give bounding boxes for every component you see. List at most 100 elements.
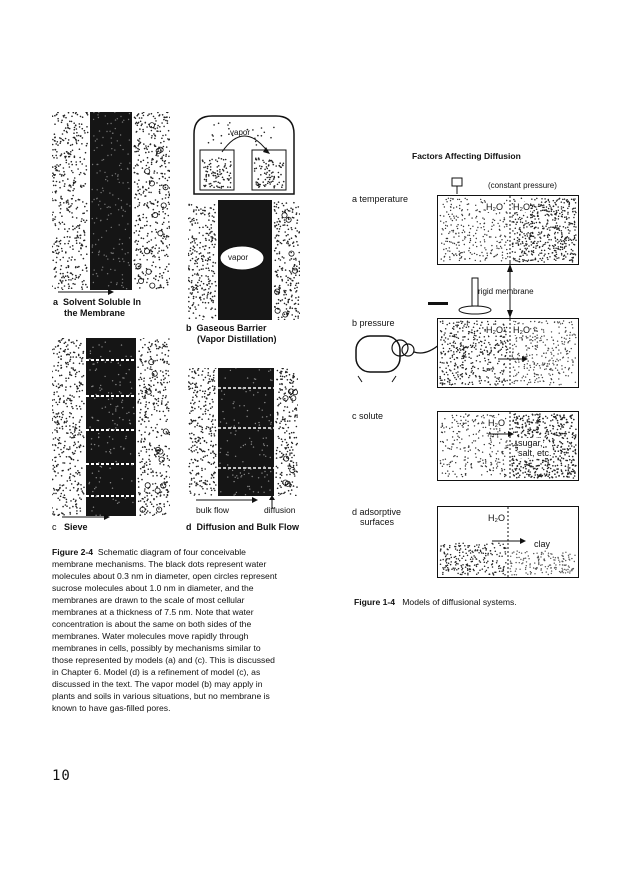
stipple-dot xyxy=(289,270,291,272)
stipple-dot xyxy=(260,174,262,176)
stipple-dot xyxy=(115,128,116,129)
stipple-dot xyxy=(156,130,158,132)
stipple-dot xyxy=(468,203,469,204)
stipple-dot xyxy=(212,446,214,448)
stipple-dot xyxy=(221,135,223,137)
stipple-dot xyxy=(454,368,456,370)
stipple-dot xyxy=(189,463,191,465)
stipple-dot xyxy=(80,343,82,345)
stipple-dot xyxy=(500,335,502,337)
stipple-dot xyxy=(168,364,170,366)
stipple-dot xyxy=(55,475,57,477)
panel-a-title-1: a Solvent Soluble In xyxy=(53,297,141,307)
stipple-dot xyxy=(99,481,100,482)
stipple-dot xyxy=(572,361,573,362)
stipple-dot xyxy=(139,494,141,496)
stipple-dot xyxy=(77,489,79,491)
stipple-dot xyxy=(165,373,167,375)
stipple-dot xyxy=(104,376,105,377)
stipple-dot xyxy=(79,123,81,125)
stipple-dot xyxy=(276,457,278,459)
stipple-dot xyxy=(191,422,193,424)
stipple-dot xyxy=(163,411,165,413)
stipple-dot xyxy=(123,120,124,121)
stipple-dot xyxy=(506,349,508,351)
stipple-dot xyxy=(493,436,494,437)
stipple-dot xyxy=(120,134,121,135)
stipple-dot xyxy=(58,228,60,230)
stipple-dot xyxy=(526,241,528,243)
stipple-dot xyxy=(449,231,450,232)
stipple-dot xyxy=(547,236,549,238)
stipple-dot xyxy=(144,386,146,388)
stipple-dot xyxy=(53,269,55,271)
stipple-dot xyxy=(156,410,158,412)
stipple-dot xyxy=(279,251,281,253)
stipple-dot xyxy=(571,321,572,322)
stipple-dot xyxy=(61,250,63,252)
stipple-dot xyxy=(257,135,259,137)
stipple-dot xyxy=(151,495,153,497)
stipple-dot xyxy=(110,282,111,283)
stipple-dot xyxy=(539,365,540,366)
stipple-dot xyxy=(56,252,58,254)
stipple-dot xyxy=(459,442,460,443)
stipple-dot xyxy=(110,452,111,453)
stipple-dot xyxy=(513,221,515,223)
stipple-dot xyxy=(536,354,537,355)
stipple-dot xyxy=(59,174,61,176)
stipple-dot xyxy=(572,261,574,263)
stipple-dot xyxy=(202,391,204,393)
stipple-dot xyxy=(74,259,76,261)
stipple-dot xyxy=(211,421,213,423)
stipple-dot xyxy=(156,339,158,341)
stipple-dot xyxy=(66,151,68,153)
stipple-dot xyxy=(134,278,136,280)
diffusion-label: diffusion xyxy=(264,505,296,515)
stipple-dot xyxy=(98,420,99,421)
stipple-dot xyxy=(481,416,482,417)
stipple-dot xyxy=(134,241,136,243)
stipple-dot xyxy=(568,224,570,226)
stipple-dot xyxy=(135,165,137,167)
stipple-dot xyxy=(553,360,554,361)
stipple-dot xyxy=(298,303,300,305)
stipple-dot xyxy=(106,230,107,231)
stipple-dot xyxy=(205,377,207,379)
stipple-dot xyxy=(464,218,465,219)
stipple-dot xyxy=(198,437,200,439)
stipple-dot xyxy=(533,250,535,252)
stipple-dot xyxy=(61,277,63,279)
stipple-dot xyxy=(115,173,116,174)
stipple-dot xyxy=(63,130,65,132)
stipple-dot xyxy=(296,283,298,285)
stipple-dot xyxy=(156,354,158,356)
stipple-dot xyxy=(529,235,531,237)
stipple-dot xyxy=(452,220,453,221)
stipple-dot xyxy=(293,269,295,271)
stipple-dot xyxy=(82,213,84,215)
stipple-dot xyxy=(446,211,447,212)
stipple-dot xyxy=(137,186,139,188)
stipple-dot xyxy=(505,258,506,259)
stipple-dot xyxy=(84,130,86,132)
stipple-dot xyxy=(197,369,199,371)
stipple-dot xyxy=(156,472,158,474)
stipple-dot xyxy=(82,137,84,139)
stipple-dot xyxy=(543,261,545,263)
stipple-dot xyxy=(69,371,71,373)
stipple-dot xyxy=(286,442,288,444)
stipple-dot xyxy=(554,244,556,246)
stipple-dot xyxy=(95,487,96,488)
stipple-dot xyxy=(575,382,576,383)
stipple-dot xyxy=(138,224,140,226)
stipple-dot xyxy=(54,470,56,472)
stipple-dot xyxy=(147,498,149,500)
stipple-dot xyxy=(76,208,78,210)
stipple-dot xyxy=(278,391,280,393)
stipple-dot xyxy=(82,492,84,494)
stipple-dot xyxy=(530,342,531,343)
stipple-dot xyxy=(218,182,220,184)
stipple-dot xyxy=(195,441,197,443)
stipple-dot xyxy=(66,432,68,434)
